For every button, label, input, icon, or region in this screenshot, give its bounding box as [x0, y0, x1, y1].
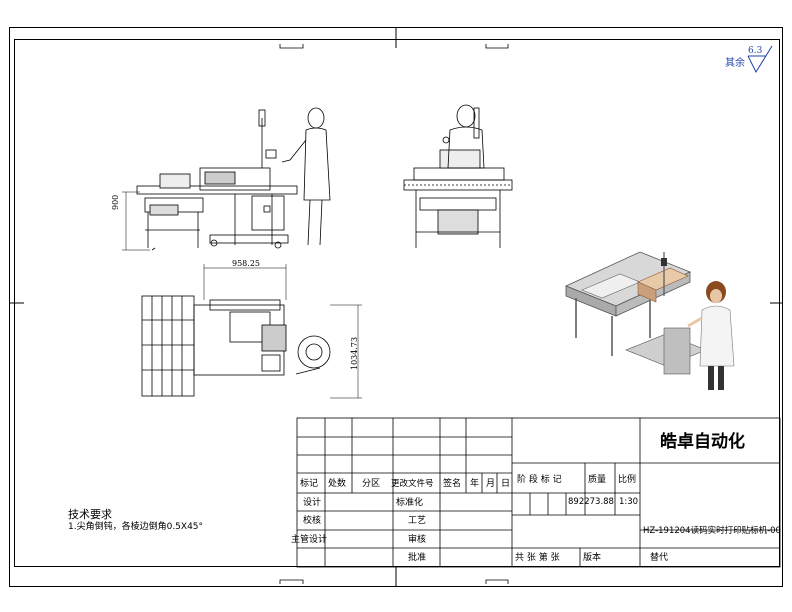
tb-sheet: 共 张 第 张 [515, 553, 560, 563]
tb-header-yue: 月 [486, 479, 496, 489]
tb-pizhun: 批准 [408, 553, 427, 563]
tb-tidai: 替代 [650, 553, 669, 563]
roughness-symbol [747, 45, 773, 74]
tb-shenhe: 审核 [408, 535, 427, 545]
centering-marks [9, 27, 783, 587]
tb-biaozhunhua: 标准化 [396, 498, 424, 508]
tb-bili: 比例 [618, 475, 637, 485]
tb-header-fenqu: 分区 [362, 479, 381, 489]
tb-header-biaoji: 标记 [300, 479, 319, 489]
side-view [403, 104, 513, 248]
tech-requirements-item: 1.尖角倒钝，各棱边倒角0.5X45° [68, 522, 204, 532]
tb-header-qianming: 签名 [443, 479, 462, 489]
dimension-depth: 1034.73 [350, 336, 359, 370]
isometric-view [564, 251, 735, 390]
tb-scale-value: 1:30 [619, 497, 639, 507]
roughness-prefix: 其余 [725, 58, 745, 69]
tech-requirements-title: 技术要求 [68, 508, 112, 521]
roughness-value: 6.3 [748, 46, 763, 56]
dimension-height: 900 [111, 194, 120, 210]
tb-jieduan: 阶 段 标 记 [517, 475, 562, 485]
tb-banben: 版本 [583, 553, 602, 563]
tb-header-chushu: 处数 [328, 479, 347, 489]
title-block-grid [296, 417, 781, 568]
tb-mass-value: 892273.88 [568, 497, 614, 507]
tb-zhiliang: 质量 [588, 475, 607, 485]
tb-gongyi: 工艺 [408, 516, 427, 526]
company-name: 皓卓自动化 [660, 432, 745, 452]
tb-zhuguan: 主管设计 [291, 535, 328, 545]
tb-header-gaiwenjian: 更改文件号 [391, 479, 434, 489]
tb-header-ri: 日 [501, 479, 511, 489]
tb-header-nian: 年 [470, 479, 480, 489]
tb-jiaohe: 校核 [303, 516, 322, 526]
zone-brackets [279, 44, 509, 584]
dimension-width: 958.25 [232, 259, 260, 268]
tb-sheji: 设计 [303, 498, 322, 508]
top-view [141, 264, 362, 399]
front-view [122, 107, 331, 251]
tb-drawing-number: HZ-191204读码实时打印贴标机-00 [643, 526, 781, 536]
